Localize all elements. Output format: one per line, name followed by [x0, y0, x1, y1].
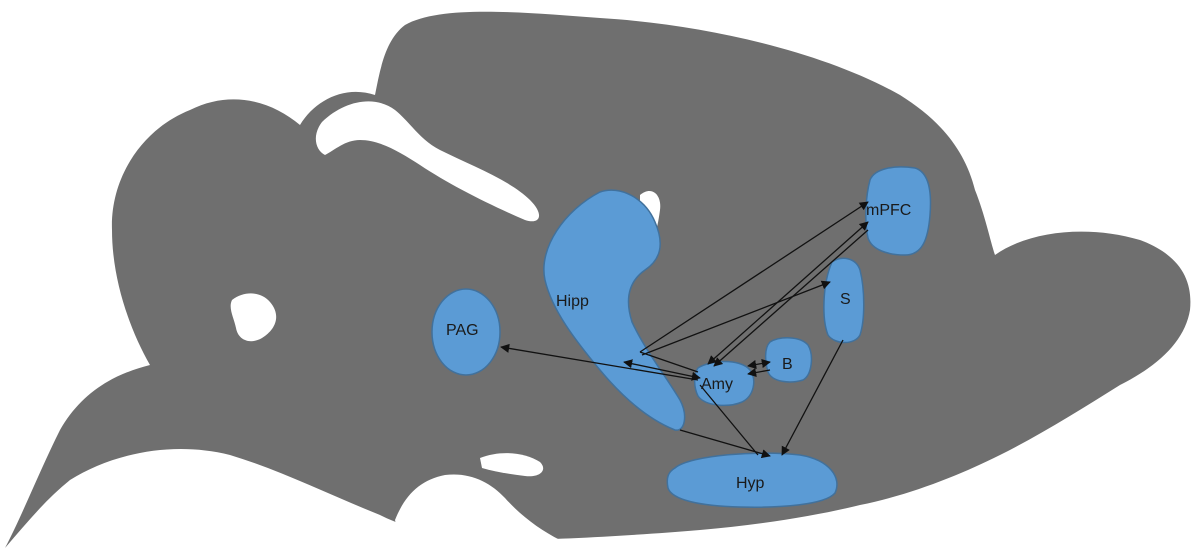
label-hipp: Hipp — [556, 293, 589, 310]
label-mpfc: mPFC — [866, 202, 911, 219]
label-hyp: Hyp — [736, 475, 765, 492]
label-pag: PAG — [446, 322, 479, 339]
label-amy: Amy — [701, 376, 733, 393]
label-s: S — [840, 291, 851, 308]
label-b: B — [782, 356, 793, 373]
